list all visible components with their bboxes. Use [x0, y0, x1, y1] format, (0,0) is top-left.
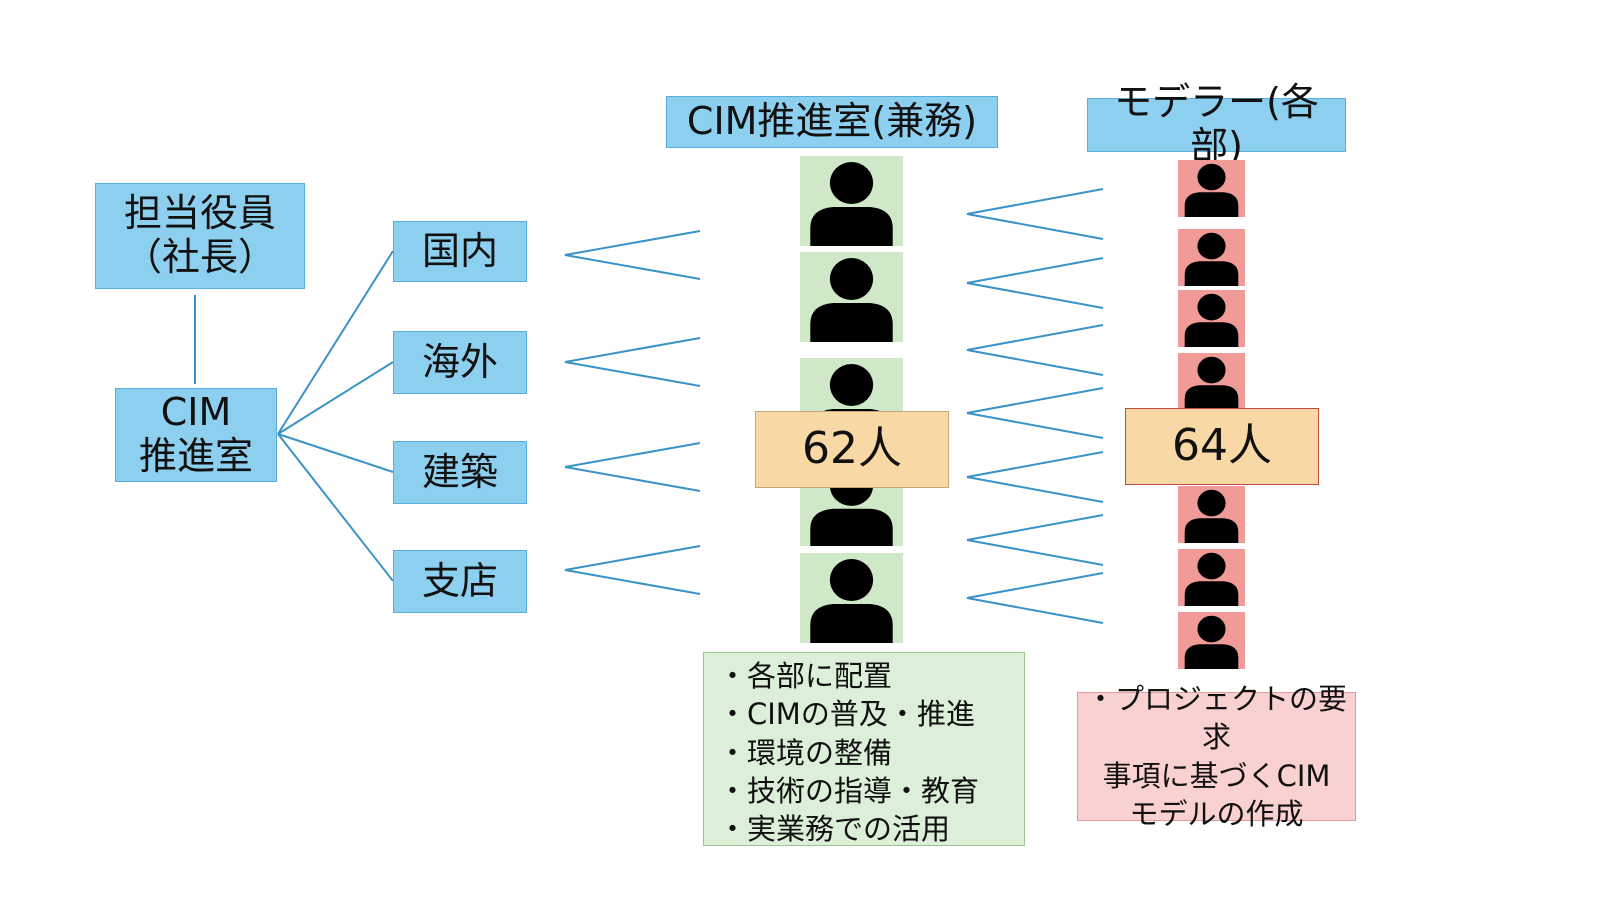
person-icon [1184, 163, 1239, 217]
modelers-count-text: 64人 [1172, 420, 1272, 472]
office-to-department-line-2 [277, 361, 394, 435]
cim-office-box: CIM 推進室 [115, 388, 277, 482]
cim-office-line1: CIM [160, 390, 232, 435]
staff-fan-line-lower-5 [966, 476, 1104, 503]
staff-fan-line-lower-7 [966, 597, 1104, 624]
person-icon [1184, 489, 1239, 543]
concurrent-staff-title: CIM推進室(兼務) [666, 96, 998, 148]
department-label: 支店 [421, 558, 498, 603]
office-to-department-line-3 [277, 433, 394, 473]
modeler-person-5 [1178, 486, 1245, 543]
concurrent-staff-count-text: 62人 [802, 423, 902, 475]
department-domestic: 国内 [393, 221, 527, 282]
person-icon [810, 258, 893, 342]
modeler-person-4 [1178, 353, 1245, 410]
officer-box: 担当役員 （社長） [95, 183, 305, 289]
department-label: 国内 [421, 228, 498, 273]
duty-item: ・各部に配置 [718, 659, 893, 693]
staff-fan-line-upper-6 [966, 514, 1104, 541]
department-architecture: 建築 [393, 441, 527, 504]
office-to-department-line-1 [277, 250, 394, 435]
modeler-person-7 [1178, 612, 1245, 669]
concurrent-staff-person-5 [800, 553, 903, 643]
person-icon [1184, 615, 1239, 669]
staff-fan-line-upper-5 [966, 451, 1104, 478]
duty-item: ・プロジェクトの要求 [1085, 681, 1347, 755]
cim-office-line2: 推進室 [138, 434, 253, 478]
staff-fan-line-lower-3 [966, 349, 1104, 376]
department-fan-line-upper-3 [564, 442, 701, 468]
person-icon [1184, 293, 1239, 347]
staff-fan-line-upper-3 [966, 324, 1104, 351]
staff-fan-line-lower-1 [966, 213, 1104, 240]
duty-item: モデルの作成 [1129, 796, 1304, 831]
duty-item: ・CIMの普及・推進 [718, 697, 975, 732]
department-overseas: 海外 [393, 331, 527, 394]
modelers-duties: ・プロジェクトの要求 事項に基づくCIM モデルの作成 [1077, 682, 1356, 831]
modelers-title-text: モデラー(各部) [1114, 80, 1319, 168]
staff-fan-line-lower-6 [966, 539, 1104, 566]
person-icon [1184, 356, 1239, 410]
person-icon [1184, 552, 1239, 606]
department-branch: 支店 [393, 550, 527, 613]
staff-fan-line-lower-2 [966, 282, 1104, 309]
officer-title: 担当役員 [123, 191, 276, 236]
department-fan-line-lower-2 [564, 361, 701, 387]
office-to-department-line-4 [277, 433, 394, 582]
officer-subtitle: （社長） [123, 235, 276, 279]
department-label: 海外 [421, 339, 498, 384]
duty-item: 事項に基づくCIM [1102, 758, 1331, 793]
duty-item: ・環境の整備 [718, 735, 893, 770]
concurrent-staff-person-2 [800, 252, 903, 342]
department-label: 建築 [421, 449, 498, 494]
department-fan-line-lower-1 [564, 254, 701, 280]
person-icon [810, 559, 893, 643]
concurrent-staff-duties: ・各部に配置 ・CIMの普及・推進 ・環境の整備 ・技術の指導・教育 ・実業務で… [703, 652, 1025, 846]
concurrent-staff-count: 62人 [755, 411, 949, 488]
staff-fan-line-upper-1 [966, 188, 1104, 215]
department-fan-line-upper-1 [564, 230, 701, 256]
modeler-person-2 [1178, 229, 1245, 286]
modelers-title: モデラー(各部) [1087, 80, 1346, 168]
duty-item: ・実業務での活用 [718, 812, 951, 847]
staff-fan-line-upper-4 [966, 387, 1104, 414]
modelers-count: 64人 [1125, 408, 1319, 485]
department-fan-line-lower-3 [564, 466, 701, 492]
concurrent-staff-person-1 [800, 156, 903, 246]
person-icon [1184, 232, 1239, 286]
modeler-person-6 [1178, 549, 1245, 606]
staff-fan-line-upper-7 [966, 572, 1104, 599]
staff-fan-line-upper-2 [966, 257, 1104, 284]
modeler-person-3 [1178, 290, 1245, 347]
staff-fan-line-lower-4 [966, 412, 1104, 439]
concurrent-staff-title-text: CIM推進室(兼務) [686, 99, 978, 144]
department-fan-line-upper-4 [564, 545, 701, 571]
department-fan-line-lower-4 [564, 569, 701, 595]
person-icon [810, 162, 893, 246]
modeler-person-1 [1178, 160, 1245, 217]
duty-item: ・技術の指導・教育 [718, 773, 980, 808]
department-fan-line-upper-2 [564, 337, 701, 363]
